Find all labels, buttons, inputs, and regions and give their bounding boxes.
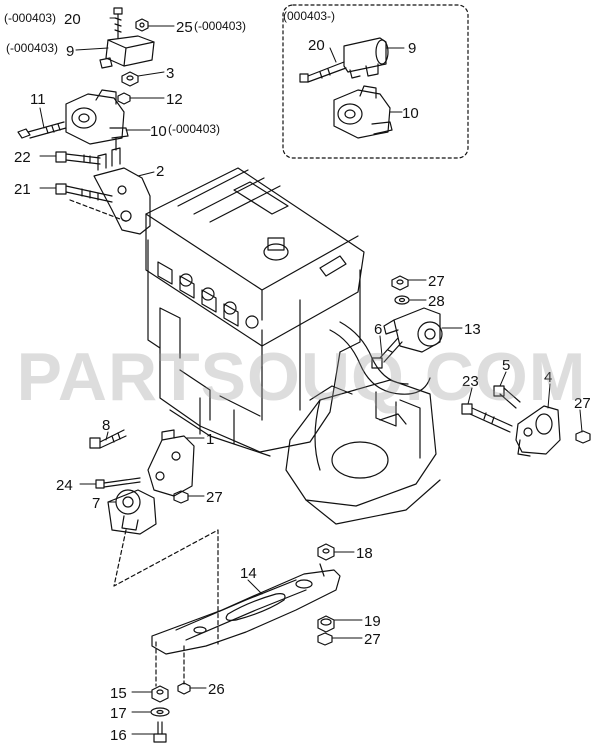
label-20-top: 20 — [64, 11, 81, 28]
dashed-guide-7 — [113, 529, 219, 645]
label-26: 26 — [208, 681, 225, 698]
label-24: 24 — [56, 477, 73, 494]
part-bolt-21 — [55, 183, 113, 203]
part-bolt-5 — [493, 385, 521, 409]
part-nut-15 — [151, 685, 169, 703]
part-washer-28 — [394, 295, 410, 305]
part-nut-3 — [121, 71, 139, 87]
part-washer-17 — [150, 707, 170, 717]
part-mount-4 — [515, 405, 561, 457]
transaxle — [285, 379, 441, 525]
label-25: 25 — [176, 19, 193, 36]
part-bracket-1 — [147, 429, 195, 497]
part-bolt-11 — [17, 121, 67, 139]
label-23: 23 — [462, 373, 479, 390]
part-bracket-9-box — [343, 37, 389, 79]
part-nut-27-c — [173, 490, 189, 504]
label-9-box: 9 — [408, 40, 416, 57]
label-27-a: 27 — [428, 273, 445, 290]
revision-box — [282, 4, 469, 159]
part-bolt-8 — [89, 429, 127, 449]
label-2: 2 — [156, 163, 164, 180]
part-crossmember-14 — [151, 563, 341, 655]
label-7: 7 — [92, 495, 100, 512]
part-mount-13 — [383, 307, 443, 353]
part-mount-7 — [107, 489, 157, 535]
label-18: 18 — [356, 545, 373, 562]
part-nut-25 — [135, 18, 149, 32]
label-9-top: 9 — [66, 43, 74, 60]
label-11: 11 — [30, 91, 46, 108]
label-27-b: 27 — [574, 395, 591, 412]
part-bracket-9-top — [99, 35, 155, 69]
part-nut-27-d — [317, 632, 333, 646]
part-nut-27-a — [391, 275, 409, 291]
leader-lines — [39, 17, 583, 735]
part-mount-10-top — [65, 89, 129, 145]
part-bolt-16 — [153, 721, 167, 743]
label-21: 21 — [14, 181, 31, 198]
label-12: 12 — [166, 91, 183, 108]
part-nut-26 — [177, 682, 191, 695]
label-14: 14 — [240, 565, 257, 582]
callout-labels: (000403-) (-000403) 20 25 (-000403) (-00… — [4, 9, 591, 744]
label-8: 8 — [102, 417, 110, 434]
engine-block — [145, 167, 431, 457]
label-22: 22 — [14, 149, 31, 166]
part-bolt-24 — [95, 477, 141, 489]
label-3: 3 — [166, 65, 174, 82]
part-mount-10-box — [333, 85, 393, 139]
label-10-box: 10 — [402, 105, 419, 122]
label-27-c: 27 — [206, 489, 223, 506]
label-13: 13 — [464, 321, 481, 338]
part-bolt-23 — [461, 403, 513, 433]
label-20-box: 20 — [308, 37, 325, 54]
box-title: (000403-) — [283, 9, 335, 23]
part-bolt-20-top — [113, 7, 123, 39]
label-10-top: 10 — [150, 123, 167, 140]
part-nut-12 — [117, 92, 131, 105]
part-bracket-2 — [93, 137, 151, 235]
label-10-top-note: (-000403) — [168, 122, 220, 136]
part-nut-27-b — [575, 430, 591, 444]
label-20-top-note: (-000403) — [4, 11, 56, 25]
dashed-guide-21 — [69, 199, 129, 223]
part-bolt-6 — [371, 337, 403, 369]
label-1: 1 — [206, 431, 214, 448]
label-4: 4 — [544, 369, 552, 386]
label-17: 17 — [110, 705, 127, 722]
label-15: 15 — [110, 685, 127, 702]
part-nut-18 — [317, 543, 335, 561]
label-9-top-note: (-000403) — [6, 41, 58, 55]
label-25-note: (-000403) — [194, 19, 246, 33]
label-28: 28 — [428, 293, 445, 310]
label-16: 16 — [110, 727, 127, 744]
label-6: 6 — [374, 321, 382, 338]
part-bolt-22 — [55, 151, 101, 165]
label-19: 19 — [364, 613, 381, 630]
part-insulator-19 — [317, 615, 335, 633]
label-27-d: 27 — [364, 631, 381, 648]
part-bolt-20-box — [299, 61, 347, 83]
label-5: 5 — [502, 357, 510, 374]
